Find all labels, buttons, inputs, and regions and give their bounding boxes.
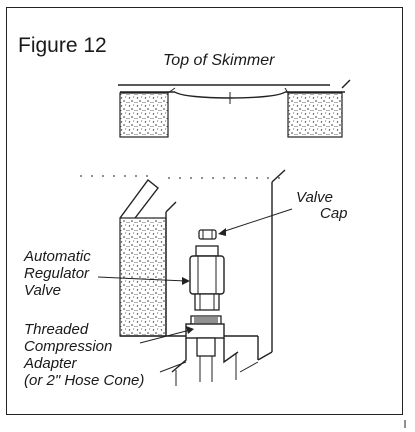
skimmer-body-outline bbox=[80, 169, 286, 361]
adapter-label-line4: (or 2" Hose Cone) bbox=[24, 372, 145, 389]
adapter-label-line3: Adapter bbox=[24, 355, 77, 372]
skimmer-top-deck bbox=[118, 79, 351, 138]
skimmer-floor bbox=[120, 335, 259, 386]
adapter-label-line1: Threaded bbox=[24, 321, 89, 338]
adapter-label-line2: Compression bbox=[24, 338, 113, 355]
figure-title: Figure 12 bbox=[18, 34, 107, 57]
compression-adapter-part bbox=[185, 315, 225, 357]
valve-cap-part bbox=[198, 229, 217, 240]
skimmer-left-wall bbox=[119, 178, 177, 337]
leader-lines bbox=[97, 208, 293, 344]
regulator-label-line1: Automatic bbox=[24, 248, 91, 265]
valve-cap-label-line1: Valve bbox=[296, 189, 333, 206]
regulator-label-line2: Regulator bbox=[24, 265, 90, 282]
top-of-skimmer-label: Top of Skimmer bbox=[163, 52, 275, 69]
regulator-valve-part bbox=[189, 245, 225, 311]
regulator-label-line3: Valve bbox=[24, 282, 61, 299]
valve-cap-label-line2: Cap bbox=[320, 205, 348, 222]
